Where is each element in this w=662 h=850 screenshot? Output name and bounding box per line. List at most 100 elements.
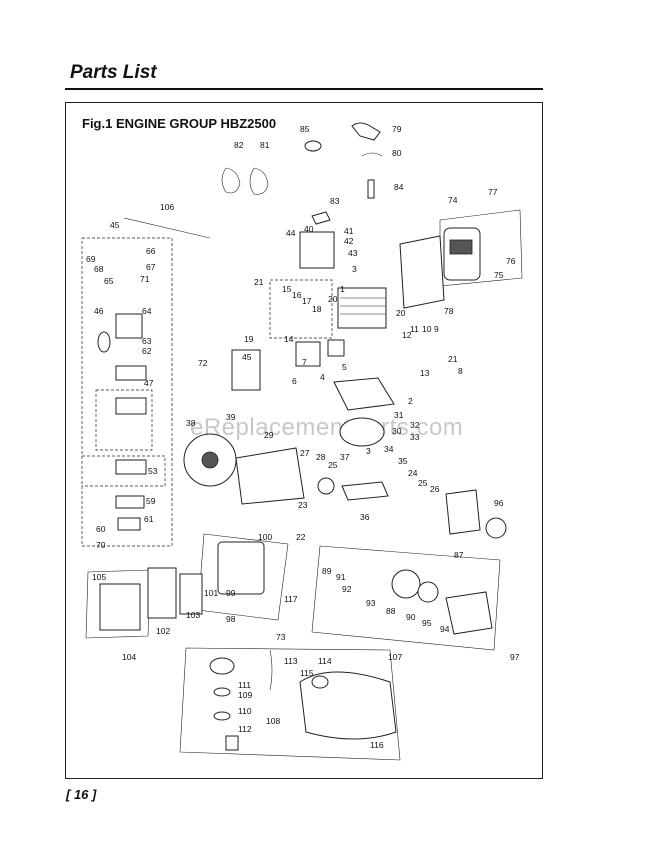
callout-45b: 45 bbox=[242, 352, 252, 362]
callout-113: 113 bbox=[284, 656, 298, 666]
callout-102: 102 bbox=[156, 626, 170, 636]
callout-20: 20 bbox=[328, 294, 338, 304]
spark-plug-cap-shape bbox=[351, 122, 381, 141]
callout-53: 53 bbox=[148, 466, 158, 476]
callout-89: 89 bbox=[322, 566, 332, 576]
filter-bracket-shape bbox=[179, 573, 203, 615]
callout-47: 47 bbox=[144, 378, 154, 388]
callout-30: 30 bbox=[392, 426, 402, 436]
callout-18: 18 bbox=[312, 304, 322, 314]
bearing-shape bbox=[317, 477, 335, 495]
callout-98: 98 bbox=[226, 614, 236, 624]
diagram-frame bbox=[65, 102, 543, 779]
callout-5: 5 bbox=[342, 362, 347, 372]
callout-61: 61 bbox=[144, 514, 154, 524]
callout-81: 81 bbox=[260, 140, 270, 150]
callout-62: 62 bbox=[142, 346, 152, 356]
callout-21b: 21 bbox=[448, 354, 458, 364]
callout-104: 104 bbox=[122, 652, 136, 662]
callout-95: 95 bbox=[422, 618, 432, 628]
callout-114: 114 bbox=[318, 656, 332, 666]
callout-60: 60 bbox=[96, 524, 106, 534]
starter-pulley-shape bbox=[391, 569, 421, 599]
callout-15: 15 bbox=[282, 284, 292, 294]
callout-32: 32 bbox=[410, 420, 420, 430]
callout-76: 76 bbox=[506, 256, 516, 266]
starter-case-shape bbox=[445, 591, 493, 635]
recoil-starter-box bbox=[311, 545, 501, 651]
callout-78: 78 bbox=[444, 306, 454, 316]
callout-84: 84 bbox=[394, 182, 404, 192]
callout-34: 34 bbox=[384, 444, 394, 454]
primer-shape bbox=[117, 517, 141, 531]
spring-shape bbox=[361, 152, 383, 157]
callout-101: 101 bbox=[204, 588, 218, 598]
callout-87: 87 bbox=[454, 550, 464, 560]
crankcase-left-shape bbox=[235, 447, 305, 505]
crankcase-right-shape bbox=[445, 489, 481, 535]
callout-75: 75 bbox=[494, 270, 504, 280]
watermark: eReplacementParts.com bbox=[190, 414, 464, 441]
callout-90: 90 bbox=[406, 612, 416, 622]
spark-plug-shape bbox=[367, 179, 375, 199]
callout-43: 43 bbox=[348, 248, 358, 258]
callout-80: 80 bbox=[392, 148, 402, 158]
cover-clip-right-shape bbox=[249, 167, 269, 195]
callout-35: 35 bbox=[398, 456, 408, 466]
callout-93: 93 bbox=[366, 598, 376, 608]
fuel-pipe-shape bbox=[269, 649, 273, 691]
callout-9: 9 bbox=[434, 324, 439, 334]
callout-82: 82 bbox=[234, 140, 244, 150]
page-number: [ 16 ] bbox=[66, 787, 97, 802]
callout-70: 70 bbox=[96, 540, 106, 550]
figure-title: Fig.1 ENGINE GROUP HBZ2500 bbox=[82, 116, 277, 131]
cover-clip-left-shape bbox=[221, 167, 241, 194]
seal-shape bbox=[485, 517, 507, 539]
callout-1: 1 bbox=[340, 284, 345, 294]
carburetor-group-box bbox=[81, 237, 173, 547]
callout-2: 2 bbox=[408, 396, 413, 406]
callout-19: 19 bbox=[244, 334, 254, 344]
callout-74: 74 bbox=[448, 195, 458, 205]
filter-element-shape bbox=[147, 567, 177, 619]
callout-88: 88 bbox=[386, 606, 396, 616]
fuel-tank-shape bbox=[299, 671, 397, 740]
callout-110: 110 bbox=[238, 706, 252, 716]
callout-21: 21 bbox=[254, 277, 264, 287]
fuel-cap-shape bbox=[209, 657, 235, 675]
header-rule bbox=[65, 88, 543, 90]
callout-7: 7 bbox=[302, 357, 307, 367]
piston-shape bbox=[339, 417, 385, 447]
callout-12: 12 bbox=[402, 330, 412, 340]
callout-24: 24 bbox=[408, 468, 418, 478]
callout-97: 97 bbox=[510, 652, 520, 662]
callout-100: 100 bbox=[258, 532, 272, 542]
ignition-coil-shape bbox=[299, 231, 335, 269]
callout-68: 68 bbox=[94, 264, 104, 274]
callout-109: 109 bbox=[238, 690, 252, 700]
callout-38: 38 bbox=[186, 418, 196, 428]
grommet-tank-shape bbox=[311, 675, 329, 689]
callout-44: 44 bbox=[286, 228, 296, 238]
muffler-group-box bbox=[85, 569, 151, 639]
callout-92: 92 bbox=[342, 584, 352, 594]
callout-25b: 25 bbox=[418, 478, 428, 488]
insulator-shape bbox=[295, 341, 321, 367]
callout-39: 39 bbox=[226, 412, 236, 422]
callout-23: 23 bbox=[298, 500, 308, 510]
callout-8: 8 bbox=[458, 366, 463, 376]
callout-20b: 20 bbox=[396, 308, 406, 318]
callout-115: 115 bbox=[300, 668, 314, 678]
intake-shape bbox=[231, 349, 261, 391]
callout-65: 65 bbox=[104, 276, 114, 286]
pump-body-shape bbox=[115, 397, 147, 415]
callout-26: 26 bbox=[430, 484, 440, 494]
callout-79: 79 bbox=[392, 124, 402, 134]
callout-83: 83 bbox=[330, 196, 340, 206]
diaphragm-shape bbox=[115, 365, 147, 381]
callout-45: 45 bbox=[110, 220, 120, 230]
callout-112: 112 bbox=[238, 724, 252, 734]
page-title: Parts List bbox=[70, 62, 157, 83]
grommet-shape bbox=[304, 140, 322, 152]
callout-59: 59 bbox=[146, 496, 156, 506]
